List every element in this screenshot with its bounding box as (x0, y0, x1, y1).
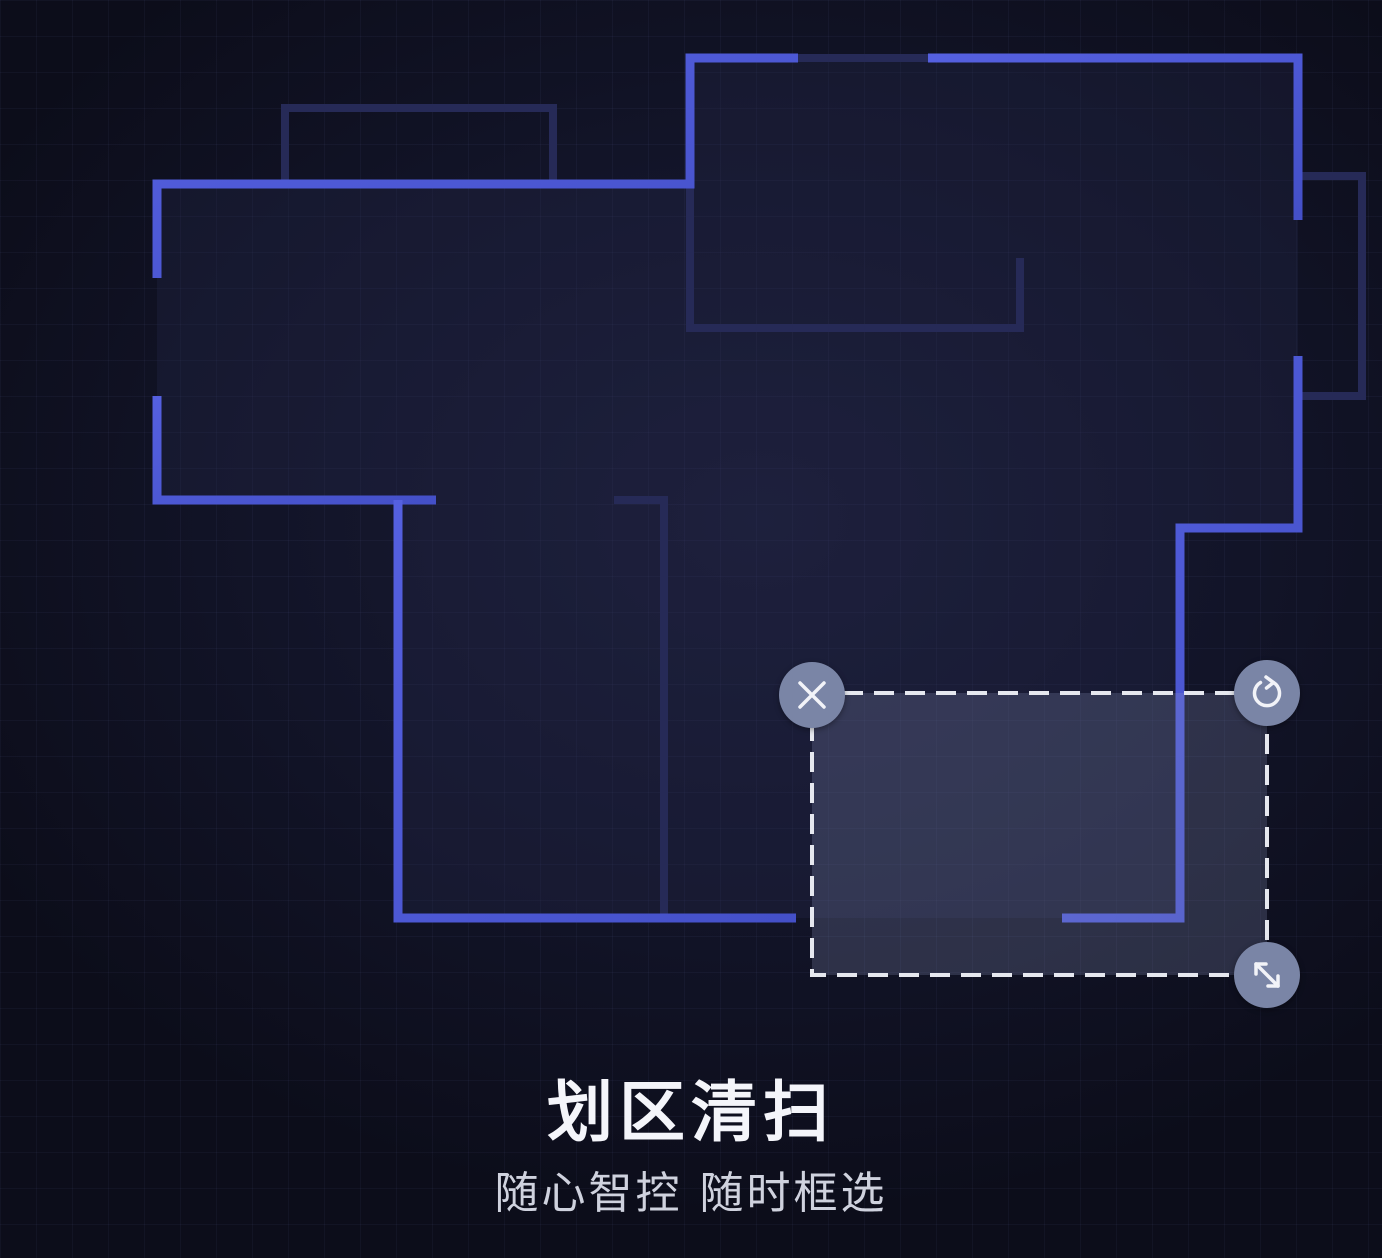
rotate-icon (1252, 675, 1282, 708)
rotate-zone-button[interactable] (1234, 660, 1300, 726)
delete-zone-button[interactable] (779, 662, 845, 728)
resize-diagonal-icon (1254, 962, 1280, 988)
feature-title: 划区清扫 (547, 1074, 835, 1151)
outer-walls (152, 53, 1303, 923)
feature-subtitle: 随心智控 随时框选 (494, 1168, 888, 1219)
close-icon (798, 681, 826, 709)
floor-area (157, 58, 1298, 918)
inner-walls-faint (281, 54, 1366, 920)
cleaning-zone-selection[interactable] (810, 691, 1269, 977)
resize-zone-button[interactable] (1234, 942, 1300, 1008)
